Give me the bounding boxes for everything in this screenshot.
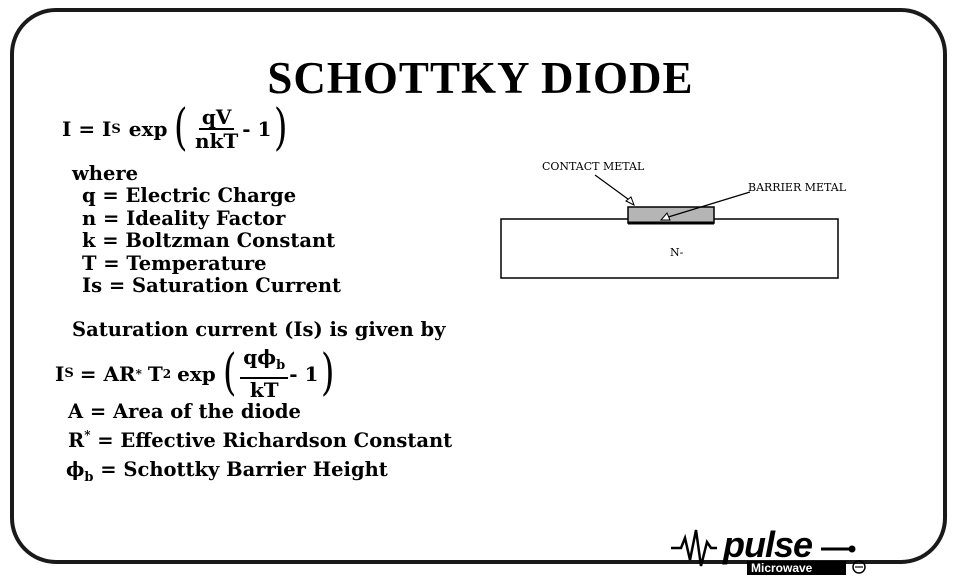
eq1-close-paren: ) bbox=[274, 98, 289, 156]
barrier-symbol: ϕ bbox=[66, 458, 85, 481]
eq2-fraction: qϕb kT bbox=[240, 345, 289, 402]
eq2-numerator-main: qϕ bbox=[243, 345, 277, 369]
barrier-arrowhead bbox=[659, 212, 671, 221]
eq1-numerator: qV bbox=[198, 106, 235, 130]
eq1-open-paren: ( bbox=[174, 98, 189, 156]
contact-leader-line bbox=[594, 174, 633, 203]
pulse-waveform-icon bbox=[671, 529, 717, 567]
definition-area: A = Area of the diode bbox=[68, 400, 301, 423]
pulse-microwave-logo: pulse Microwave bbox=[671, 524, 866, 575]
logo-tagline-bar bbox=[747, 561, 846, 575]
eq1-lhs: I = I bbox=[62, 117, 112, 141]
barrier-subscript: b bbox=[84, 470, 94, 485]
definition-is: Is = Saturation Current bbox=[82, 274, 342, 297]
eq2-denominator: kT bbox=[249, 378, 279, 402]
definition-t: T = Temperature bbox=[82, 252, 267, 275]
logo-brand-text: pulse bbox=[722, 524, 813, 565]
definition-richardson: R* = Effective Richardson Constant bbox=[68, 428, 452, 452]
slide-title: SCHOTTKY DIODE bbox=[267, 53, 694, 103]
eq2-numerator-sub: b bbox=[276, 358, 286, 373]
barrier-text: = Schottky Barrier Height bbox=[100, 458, 388, 481]
eq2-exp: exp bbox=[177, 361, 216, 386]
logo-tagline-text: Microwave bbox=[751, 561, 813, 575]
eq2-numerator: qϕb bbox=[240, 345, 289, 379]
diode-cross-section-diagram: CONTACT METAL BARRIER METAL N- bbox=[500, 160, 847, 279]
slide-border bbox=[10, 8, 947, 564]
richardson-star: * bbox=[84, 428, 91, 442]
saturation-intro: Saturation current (Is) is given by bbox=[72, 318, 446, 341]
contact-arrowhead bbox=[625, 196, 635, 207]
barrier-metal-label: BARRIER METAL bbox=[748, 181, 847, 194]
eq2-star: * bbox=[135, 366, 142, 381]
logo-circle-icon bbox=[852, 560, 866, 574]
logo-dot bbox=[848, 545, 856, 553]
richardson-text: = Effective Richardson Constant bbox=[97, 429, 453, 452]
barrier-leader-line bbox=[664, 191, 751, 219]
contact-metal-label: CONTACT METAL bbox=[542, 160, 645, 173]
eq2-close-paren: ) bbox=[321, 342, 335, 401]
n-substrate-label: N- bbox=[670, 246, 684, 259]
eq2-lhs: I bbox=[55, 361, 65, 386]
eq1-fraction: qV nkT bbox=[192, 106, 241, 152]
where-label: where bbox=[72, 162, 139, 185]
eq1-minus-one: - 1 bbox=[242, 117, 272, 141]
eq2-ar: = AR bbox=[79, 361, 136, 386]
eq1-lhs-subscript: S bbox=[111, 121, 121, 137]
eq2-open-paren: ( bbox=[222, 342, 237, 401]
eq2-t: T bbox=[147, 361, 163, 386]
definition-n: n = Ideality Factor bbox=[82, 207, 286, 230]
eq2-lhs-subscript: S bbox=[64, 366, 74, 381]
eq2-t-squared: 2 bbox=[162, 366, 172, 381]
definition-barrier-height: ϕb = Schottky Barrier Height bbox=[66, 458, 388, 485]
eq2-minus-one: - 1 bbox=[289, 361, 319, 386]
richardson-symbol: R bbox=[68, 429, 85, 452]
barrier-metal-layer bbox=[627, 206, 715, 224]
eq1-denominator: nkT bbox=[194, 129, 239, 153]
definition-q: q = Electric Charge bbox=[82, 184, 297, 207]
eq1-exp: exp bbox=[128, 117, 168, 141]
definition-k: k = Boltzman Constant bbox=[82, 229, 336, 252]
